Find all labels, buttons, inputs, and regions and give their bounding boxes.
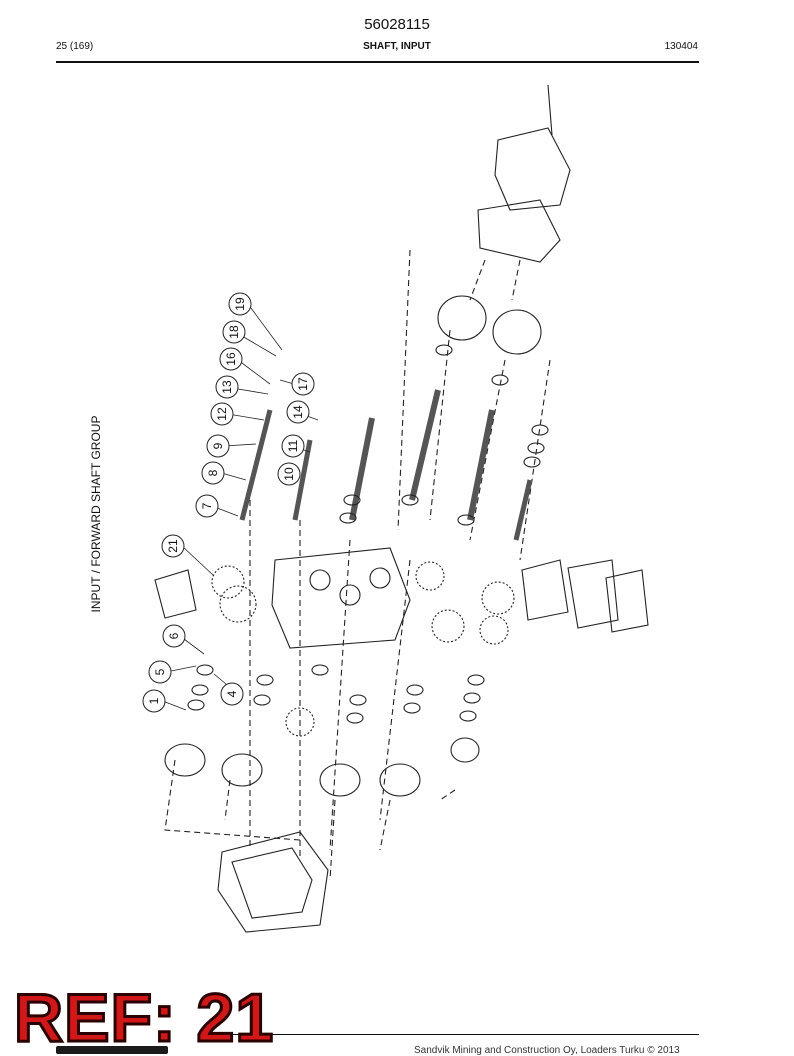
gear [415,561,445,591]
svg-text:11: 11 [286,439,300,452]
shaft-1 [349,417,375,521]
callout-balloons: 19 18 16 13 12 17 14 11 10 9 8 7 21 6 5 … [142,292,315,713]
svg-text:19: 19 [233,297,247,311]
svg-text:7: 7 [200,502,214,509]
top-gasket [477,199,561,263]
bearing-housing [450,737,480,763]
bearing-housing [221,753,263,787]
gear-21 [211,565,245,599]
callout-17: 17 [291,372,315,396]
bearing-bore [309,569,331,591]
callout-4: 4 [220,682,244,706]
bearing-bore [369,567,391,589]
callout-5: 5 [148,660,172,684]
callout-12: 12 [210,402,234,426]
footer-rule [230,1034,699,1035]
bottom-gasket [231,847,313,919]
callout-18: 18 [222,320,246,344]
clutch-drum-1 [437,295,487,341]
bracket-right [521,559,569,621]
revision-code: 130404 [664,41,698,52]
page-number: 25 (169) [56,41,94,52]
svg-text:18: 18 [227,325,241,339]
callout-9: 9 [206,434,230,458]
svg-text:10: 10 [282,467,296,481]
assembly-lines [164,249,551,881]
rings [187,344,549,724]
svg-text:17: 17 [296,377,310,391]
callout-10: 10 [277,462,301,486]
bracket-left [154,569,197,619]
callout-7: 7 [195,494,219,518]
svg-text:14: 14 [291,405,305,419]
gearbox-housing [271,547,411,649]
callout-11: 11 [281,434,305,458]
gear [285,707,315,737]
breather-pipe [547,84,553,136]
bearing-housing [319,763,361,797]
gear [479,615,509,645]
svg-text:9: 9 [211,442,225,449]
callout-19: 19 [228,292,252,316]
callout-13: 13 [215,375,239,399]
copyright-footer: Sandvik Mining and Construction Oy, Load… [414,1045,680,1056]
callout-8: 8 [201,461,225,485]
svg-text:16: 16 [224,352,238,366]
group-title: INPUT / FORWARD SHAFT GROUP [89,415,103,613]
svg-text:8: 8 [206,469,220,476]
top-cover [494,127,571,211]
header-rule [56,61,699,63]
gear [481,581,515,615]
exploded-view-diagram: 19 18 16 13 12 17 14 11 10 9 8 7 21 6 5 … [142,84,649,933]
svg-text:4: 4 [225,690,239,697]
bearing-bore [339,584,361,606]
svg-text:5: 5 [153,668,167,675]
svg-text:12: 12 [215,407,229,421]
svg-text:1: 1 [147,697,161,704]
callout-14: 14 [286,400,310,424]
cover-right [605,569,649,633]
callout-6: 6 [162,624,186,648]
clutch-drum-2 [492,309,542,355]
input-shaft [239,409,273,521]
bottom-cover [217,831,329,933]
svg-text:6: 6 [167,632,181,639]
document-number: 56028115 [364,16,430,33]
bearing-housing [379,763,421,797]
shaft-3 [467,409,495,521]
gear [431,609,465,643]
callout-1: 1 [142,689,166,713]
callout-21: 21 [161,534,185,558]
svg-text:13: 13 [220,380,234,394]
gear [219,585,257,623]
shaft-4 [513,479,533,541]
svg-text:21: 21 [166,539,180,553]
section-title: SHAFT, INPUT [363,41,431,52]
brand-logo [56,1046,168,1054]
shaft-2 [409,389,441,501]
reference-stamp: REF: 21 [12,980,275,1056]
callout-16: 16 [219,347,243,371]
gasket-right [567,559,619,629]
forward-shaft [292,439,313,521]
bearing-housing [164,743,206,777]
